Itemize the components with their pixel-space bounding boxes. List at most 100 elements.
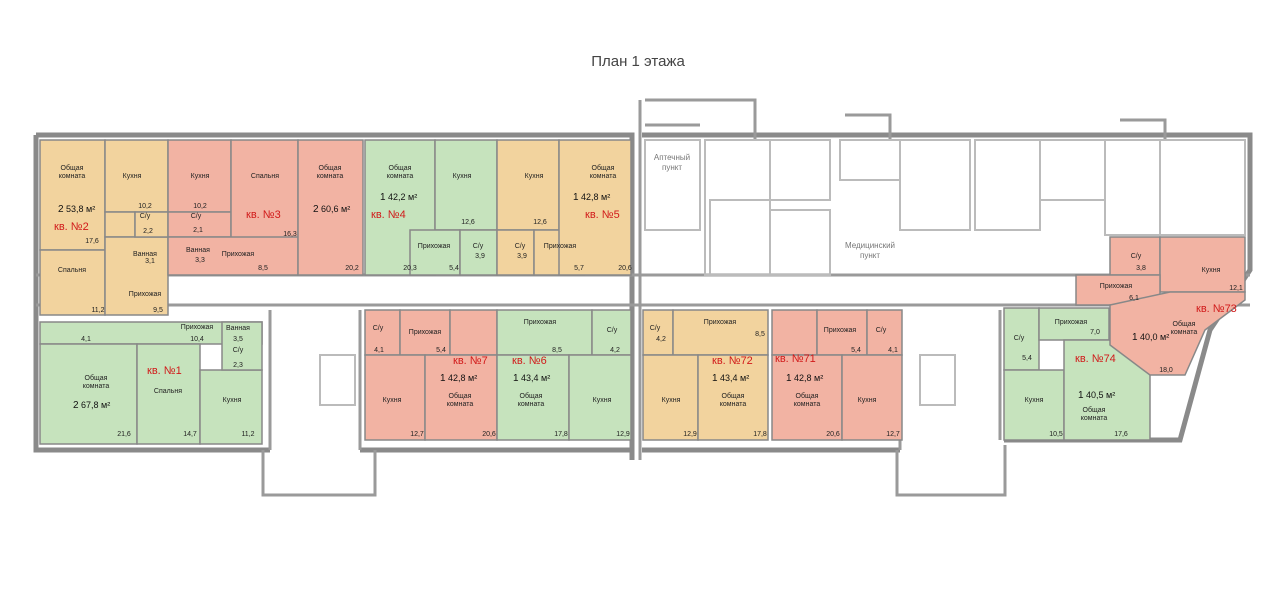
room-label: С/у: [140, 213, 151, 220]
room-label: Кухня: [383, 397, 402, 404]
room-label: Кухня: [453, 173, 472, 180]
room-label-line2: комната: [1081, 415, 1108, 422]
room-area: 11,2: [241, 431, 254, 438]
room-area: 5,4: [1022, 355, 1032, 362]
room-label: Спальня: [58, 267, 86, 274]
room-area: 7,0: [1090, 329, 1100, 336]
room-area: 20,6: [482, 431, 496, 438]
room-area: 4,2: [656, 336, 666, 343]
room-area: 12,7: [886, 431, 900, 438]
room-area: 5,4: [436, 347, 446, 354]
room-area: 10,4: [190, 336, 204, 343]
room-area: 17,6: [1114, 431, 1128, 438]
room-area: 2,2: [143, 228, 153, 235]
apt-1-area: 67,8 м²: [81, 400, 110, 410]
room-label: Ванная: [226, 325, 250, 332]
room-area: 5,7: [574, 265, 584, 272]
apartment-2[interactable]: [39, 139, 169, 316]
apt-73-area: 40,0 м²: [1140, 332, 1169, 342]
apartment-5-labels: 1 42,8 м² кв. №5: [573, 192, 620, 221]
apt-1-name: кв. №1: [147, 365, 182, 377]
apartment-6-labels: кв. №6 1 43,4 м²: [512, 355, 550, 384]
apt-7-rooms: 1: [440, 373, 446, 384]
room-label: Общая: [319, 164, 342, 172]
apt-2-rooms: 2: [58, 204, 64, 215]
apartment-71[interactable]: [771, 309, 903, 441]
room-label-line2: комната: [59, 173, 86, 180]
room-area: 3,8: [1136, 265, 1146, 272]
room-label: Прихожая: [524, 319, 557, 326]
room-label: С/у: [1131, 253, 1142, 260]
apt-7-area: 42,8 м²: [448, 373, 477, 383]
apt-6-area: 43,4 м²: [521, 373, 550, 383]
apartment-73[interactable]: [1075, 236, 1246, 376]
room-area: 3,3: [195, 257, 205, 264]
room-label-line2: комната: [590, 173, 617, 180]
room-area: 12,6: [533, 219, 547, 226]
room-label: Общая: [449, 392, 472, 400]
room-label: Общая: [1083, 406, 1106, 414]
room-labels: Общаякомната17,6Кухня10,2С/у2,2Ванная3,1…: [58, 164, 1243, 438]
room-label-line2: комната: [387, 173, 414, 180]
room-area: 4,1: [81, 336, 91, 343]
room-label: С/у: [191, 213, 202, 220]
room-label: С/у: [473, 243, 484, 250]
apt-4-area: 42,2 м²: [388, 192, 417, 202]
room-area: 3,9: [475, 253, 485, 260]
apt-6-rooms: 1: [513, 373, 519, 384]
room-area: 12,7: [410, 431, 424, 438]
room-label: Общая: [592, 164, 615, 172]
apartment-6[interactable]: [496, 309, 632, 441]
room-area: 16,3: [283, 231, 297, 238]
apartment-72[interactable]: [642, 309, 769, 441]
apt-5-name: кв. №5: [585, 209, 620, 221]
room-label: С/у: [515, 243, 526, 250]
medical-label-2: пункт: [860, 251, 880, 260]
apartment-1[interactable]: [39, 321, 263, 445]
room-area: 17,8: [753, 431, 767, 438]
apt-5-area: 42,8 м²: [581, 192, 610, 202]
apt-5-rooms: 1: [573, 192, 579, 203]
apartment-3[interactable]: [167, 139, 364, 276]
room-label: Кухня: [525, 173, 544, 180]
apt-2-name: кв. №2: [54, 221, 89, 233]
apt-73-name: кв. №73: [1196, 303, 1237, 315]
room-area: 8,5: [755, 331, 765, 338]
room-area: 5,4: [851, 347, 861, 354]
room-label: Общая: [722, 392, 745, 400]
room-label: С/у: [650, 325, 661, 332]
apt-4-rooms: 1: [380, 192, 386, 203]
apt-1-rooms: 2: [73, 400, 79, 411]
apartment-2-labels: 2 53,8 м² кв. №2: [54, 204, 95, 233]
room-area: 14,7: [183, 431, 197, 438]
room-label: Спальня: [154, 388, 182, 395]
apartment-4[interactable]: [364, 139, 498, 276]
room-label: Ванная: [133, 251, 157, 258]
room-area: 12,6: [461, 219, 475, 226]
room-label: Прихожая: [409, 329, 442, 336]
room-area: 12,9: [616, 431, 630, 438]
room-label: Спальня: [251, 173, 279, 180]
public-area: [319, 139, 1246, 406]
room-label: Прихожая: [544, 243, 577, 250]
room-label: Прихожая: [181, 324, 214, 331]
room-area: 11,2: [91, 307, 104, 314]
apartment-5[interactable]: [496, 139, 632, 276]
room-area: 5,4: [449, 265, 459, 272]
apartment-4-labels: 1 42,2 м² кв. №4: [371, 192, 417, 221]
room-label: С/у: [373, 325, 384, 332]
medical-label: Медицинский: [845, 241, 895, 250]
room-label: С/у: [607, 327, 618, 334]
room-area: 18,0: [1159, 367, 1173, 374]
apartment-7[interactable]: [364, 309, 498, 441]
apt-3-rooms: 2: [313, 204, 319, 215]
apt-71-rooms: 1: [786, 373, 792, 384]
apartment-74[interactable]: [1003, 307, 1151, 441]
room-label: Прихожая: [1100, 283, 1133, 290]
apt-71-name: кв. №71: [775, 353, 816, 365]
room-area: 10,2: [193, 203, 207, 210]
room-area: 3,1: [145, 258, 155, 265]
apartment-3-labels: кв. №3 2 60,6 м²: [246, 204, 350, 221]
apt-71-area: 42,8 м²: [794, 373, 823, 383]
